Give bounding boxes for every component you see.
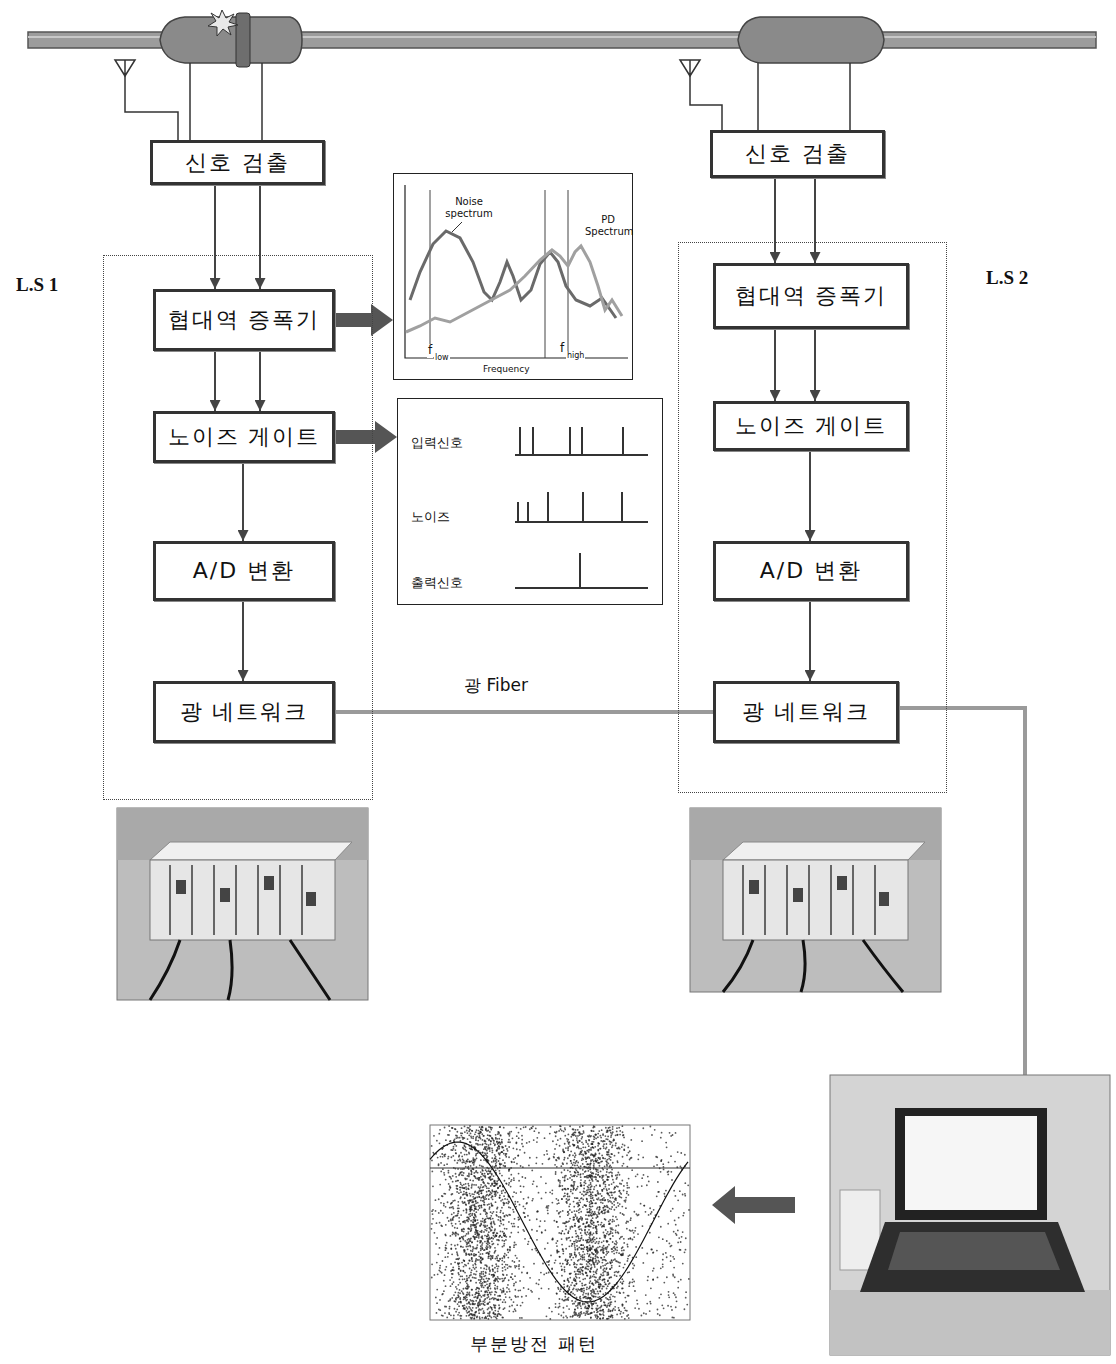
chart-label: low — [434, 353, 450, 362]
signal-arrow — [809, 451, 811, 541]
pd-pattern-frame — [430, 1125, 690, 1320]
chart-panel: Noise spectrumPD SpectrumflowfhighFreque… — [393, 173, 633, 380]
group-heading: L.S 2 — [986, 267, 1028, 289]
cable-joint — [738, 17, 884, 63]
process-box: 노이즈 게이트 — [713, 401, 909, 451]
edge-label: 광 Fiber — [461, 674, 531, 697]
signal-arrow — [814, 329, 816, 401]
process-box: 신호 검출 — [150, 140, 325, 185]
signal-arrow — [214, 351, 216, 411]
antenna-wire — [125, 76, 178, 140]
box-label: A/D 변환 — [193, 556, 295, 586]
discharge-spark — [208, 10, 238, 36]
process-box: 광 네트워크 — [713, 681, 899, 743]
signal-arrow — [242, 601, 244, 681]
process-box: 노이즈 게이트 — [153, 411, 335, 463]
sensor-lead — [758, 63, 850, 130]
pattern-sine — [430, 1142, 688, 1302]
chart-label: 노이즈 — [410, 510, 451, 525]
signal-arrow — [809, 601, 811, 681]
antenna-symbol — [115, 60, 135, 76]
box-label: 협대역 증폭기 — [735, 281, 888, 311]
pattern-zero-line — [430, 1168, 690, 1169]
box-label: A/D 변환 — [760, 556, 862, 586]
box-label: 노이즈 게이트 — [735, 411, 888, 441]
unit-group: L.S 2협대역 증폭기노이즈 게이트A/D 변환광 네트워크 — [678, 242, 947, 793]
antenna-wire — [690, 76, 722, 130]
chart-label: high — [566, 351, 585, 360]
process-box: 협대역 증폭기 — [153, 289, 335, 351]
signal-arrow — [214, 185, 216, 289]
chart-label: f — [559, 342, 565, 356]
pulse-trains — [515, 427, 648, 588]
unit-group: L.S 1협대역 증폭기노이즈 게이트A/D 변환광 네트워크 — [103, 255, 373, 800]
group-heading: L.S 1 — [16, 274, 58, 296]
box-label: 신호 검출 — [745, 139, 850, 169]
chart-label: PD Spectrum — [584, 214, 632, 237]
process-box: 광 네트워크 — [153, 681, 335, 743]
box-label: 광 네트워크 — [742, 697, 871, 727]
process-box: 신호 검출 — [710, 130, 885, 178]
chart-label: 입력신호 — [410, 436, 464, 451]
signal-arrow — [814, 178, 816, 263]
box-label: 광 네트워크 — [180, 697, 309, 727]
chart-label: f — [427, 344, 433, 358]
joint-flange — [236, 13, 250, 67]
box-label: 노이즈 게이트 — [168, 422, 321, 452]
spectrum-plot — [405, 185, 628, 358]
block-arrow — [335, 304, 393, 336]
sensor-lead — [190, 63, 262, 140]
chart-label: Frequency — [482, 364, 531, 374]
chart-label: 출력신호 — [410, 576, 464, 591]
signal-arrow — [774, 178, 776, 263]
chart-panel: 입력신호노이즈출력신호 — [397, 398, 663, 605]
signal-arrow — [259, 351, 261, 411]
equipment-photo — [690, 808, 941, 992]
antenna-symbol — [680, 60, 700, 76]
box-label: 협대역 증폭기 — [168, 305, 321, 335]
equipment-photo — [117, 808, 368, 1000]
chart-label: Noise spectrum — [438, 196, 500, 219]
process-box: A/D 변환 — [713, 541, 909, 601]
signal-arrow — [774, 329, 776, 401]
laptop-photo — [830, 1075, 1110, 1355]
fiber-cable — [335, 710, 713, 714]
block-arrow — [712, 1186, 795, 1224]
block-arrow — [335, 421, 397, 453]
pd-pattern-dots — [431, 1125, 690, 1320]
process-box: 협대역 증폭기 — [713, 263, 909, 329]
figure-caption: 부분방전 패턴 — [470, 1332, 598, 1356]
process-box: A/D 변환 — [153, 541, 335, 601]
signal-arrow — [259, 185, 261, 289]
signal-arrow — [242, 463, 244, 541]
box-label: 신호 검출 — [185, 148, 290, 178]
